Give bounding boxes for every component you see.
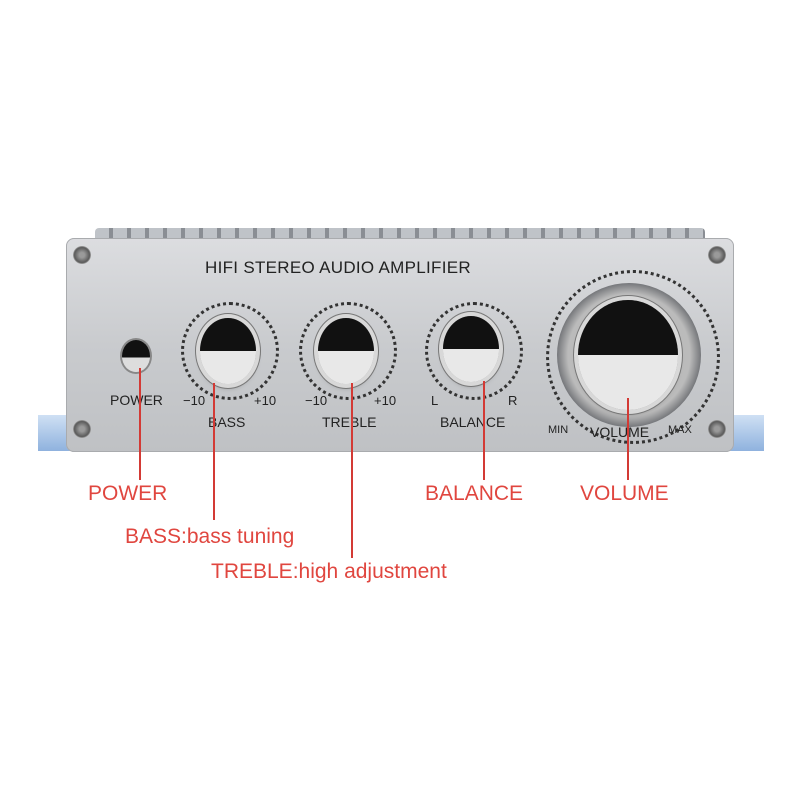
balance-knob[interactable] <box>443 316 499 382</box>
screw-icon <box>73 246 91 264</box>
volume-callout-line <box>627 398 629 480</box>
bass-max-label: +10 <box>254 393 277 408</box>
treble-scale-dots <box>299 302 397 400</box>
treble-callout: TREBLE:high adjustment <box>211 560 447 583</box>
balance-scale-dots <box>425 302 523 400</box>
treble-max-label: +10 <box>374 393 397 408</box>
volume-label: VOLUME <box>590 424 650 440</box>
bass-knob[interactable] <box>200 318 256 384</box>
treble-callout-line <box>351 383 353 558</box>
volume-scale-dots <box>546 270 720 444</box>
balance-callout: BALANCE <box>425 482 524 505</box>
balance-min-label: L <box>431 393 439 408</box>
volume-max-label: MAX <box>668 424 692 436</box>
bass-scale-dots <box>181 302 279 400</box>
bass-label: BASS <box>208 414 246 430</box>
power-callout-line <box>139 368 141 480</box>
treble-min-label: −10 <box>305 393 328 408</box>
power-button[interactable] <box>122 340 150 372</box>
treble-label: TREBLE <box>322 414 377 430</box>
screw-icon <box>708 420 726 438</box>
balance-label: BALANCE <box>440 414 506 430</box>
volume-knob[interactable] <box>578 300 678 410</box>
power-label: POWER <box>110 392 163 408</box>
power-callout: POWER <box>88 482 168 505</box>
bass-min-label: −10 <box>183 393 206 408</box>
bass-callout-line <box>213 383 215 520</box>
panel-title: HIFI STEREO AUDIO AMPLIFIER <box>205 258 471 277</box>
screw-icon <box>708 246 726 264</box>
treble-knob[interactable] <box>318 318 374 384</box>
balance-max-label: R <box>508 393 518 408</box>
bass-callout: BASS:bass tuning <box>125 525 295 548</box>
volume-callout: VOLUME <box>580 482 669 505</box>
volume-min-label: MIN <box>548 424 569 436</box>
screw-icon <box>73 420 91 438</box>
balance-callout-line <box>483 381 485 480</box>
